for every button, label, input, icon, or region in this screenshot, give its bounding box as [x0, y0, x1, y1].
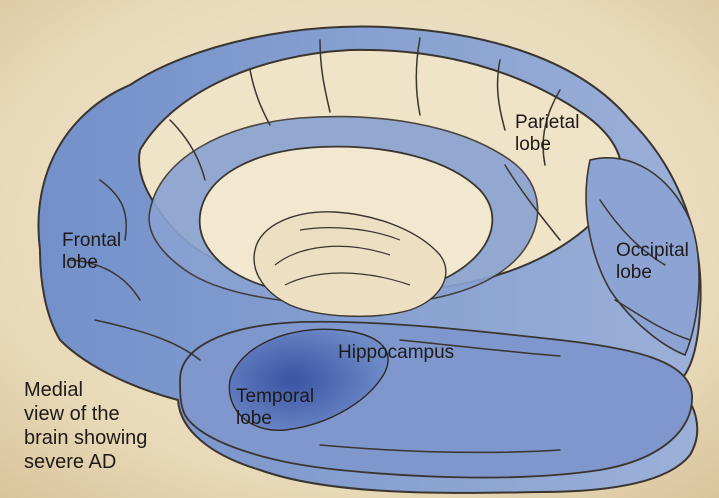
hippocampus-label: Hippocampus [338, 342, 454, 364]
occipital-lobe-label: Occipital lobe [616, 240, 689, 284]
frontal-lobe-label: Frontal lobe [62, 230, 121, 274]
parietal-lobe-label: Parietal lobe [515, 112, 579, 156]
caption-text: Medial view of the brain showing severe … [24, 378, 147, 474]
temporal-lobe-label: Temporal lobe [236, 386, 314, 430]
